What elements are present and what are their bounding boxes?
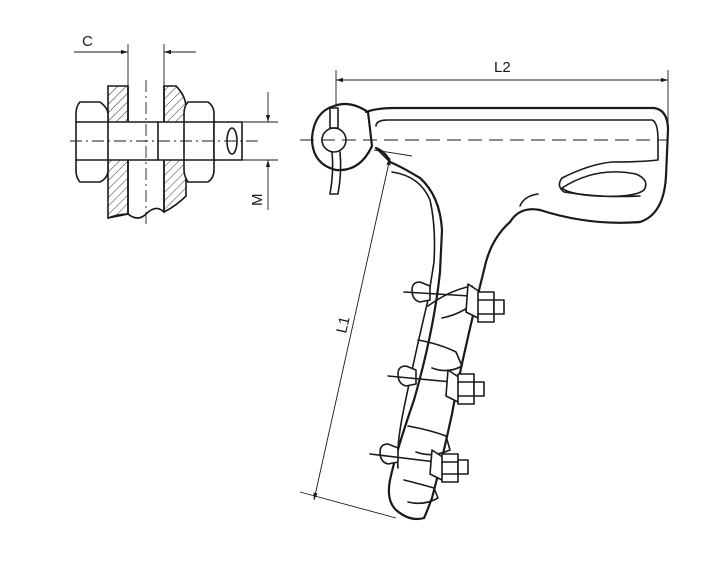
- bolt-section-view: C M: [70, 33, 278, 226]
- hex-nut: [183, 101, 215, 183]
- clamp-upper-arm: [364, 106, 670, 272]
- clamp-body-view: L2: [299, 59, 670, 521]
- dimension-c-label: C: [82, 33, 93, 50]
- clamp-body-curve: [374, 146, 444, 521]
- dimension-l2-label: L2: [494, 59, 511, 76]
- dimension-m-label: M: [249, 194, 266, 207]
- bolt-head: [75, 101, 109, 183]
- dimension-l2: L2: [335, 59, 669, 124]
- dimension-m: M: [242, 92, 278, 210]
- u-bolt-upper: [403, 281, 505, 323]
- clevis-eye: [310, 102, 374, 172]
- dimension-l1-label: L1: [333, 315, 353, 335]
- dimension-l1: L1: [299, 149, 413, 519]
- u-bolt-middle: [387, 365, 485, 405]
- u-bolt-lower: [369, 443, 469, 483]
- keeper-slot: [561, 171, 647, 198]
- dimension-c: C: [74, 33, 196, 90]
